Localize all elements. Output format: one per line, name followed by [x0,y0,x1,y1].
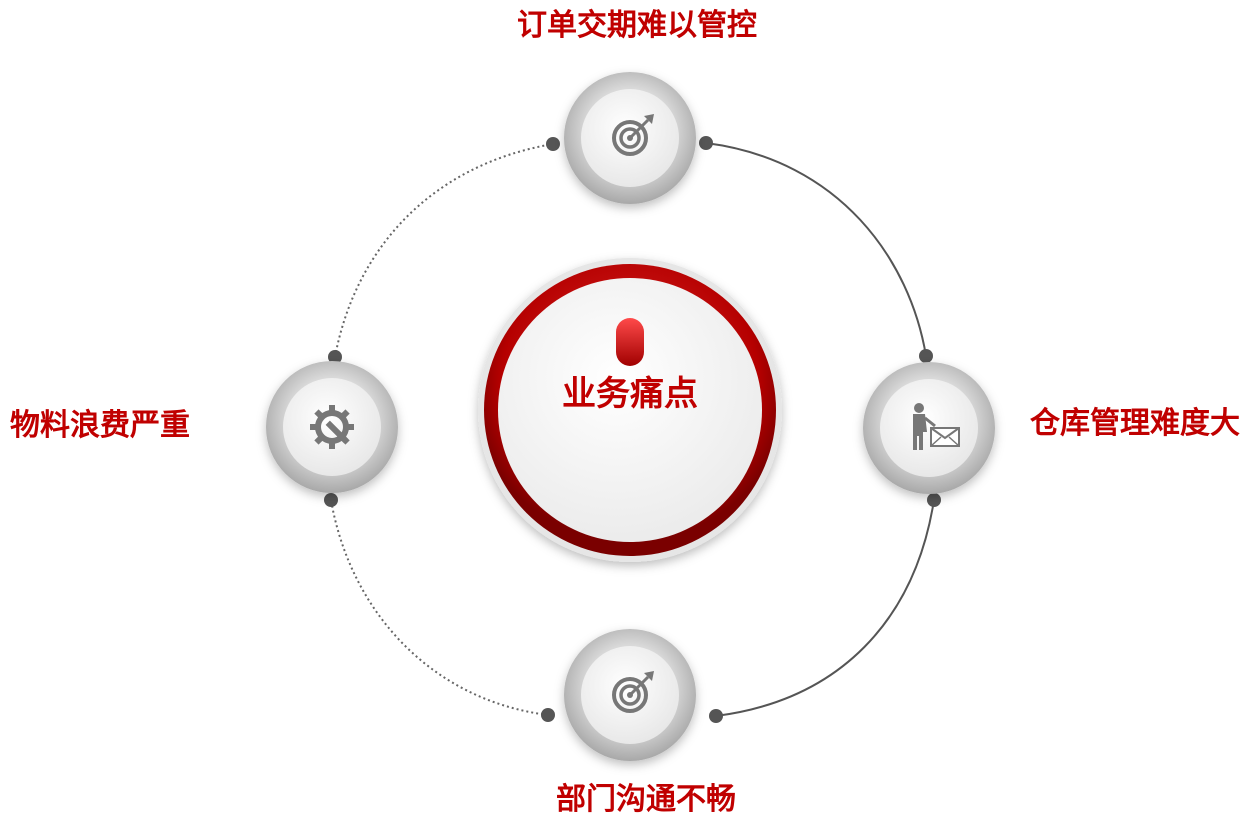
connectors [330,142,935,717]
node-left-label: 物料浪费严重 [10,408,190,443]
center-node[interactable] [478,258,782,562]
node-top-label: 订单交期难以管控 [517,8,757,43]
target-icon [612,671,654,713]
connector-top-right [705,142,927,357]
node-right-label: 仓库管理难度大 [1030,406,1240,441]
node-bottom-label: 部门沟通不畅 [556,782,736,817]
node-top[interactable] [564,72,696,204]
node-left[interactable] [266,361,398,493]
connector-bottom-left [330,499,549,716]
connector-dots [324,136,941,723]
connector-dot [927,493,941,507]
center-title: 业务痛点 [562,374,698,414]
target-icon [612,114,654,156]
node-bottom[interactable] [564,629,696,761]
node-right[interactable] [863,362,995,494]
connector-right-bottom [715,499,935,717]
connector-dot [709,709,723,723]
gear-wrench-icon [310,405,354,449]
worker-mail-icon [913,403,960,450]
connector-dot [699,136,713,150]
connector-dot [919,349,933,363]
connector-dot [324,493,338,507]
connector-dot [328,350,342,364]
connector-dot [541,708,555,722]
connector-dot [546,137,560,151]
center-accent-pill [616,318,644,366]
